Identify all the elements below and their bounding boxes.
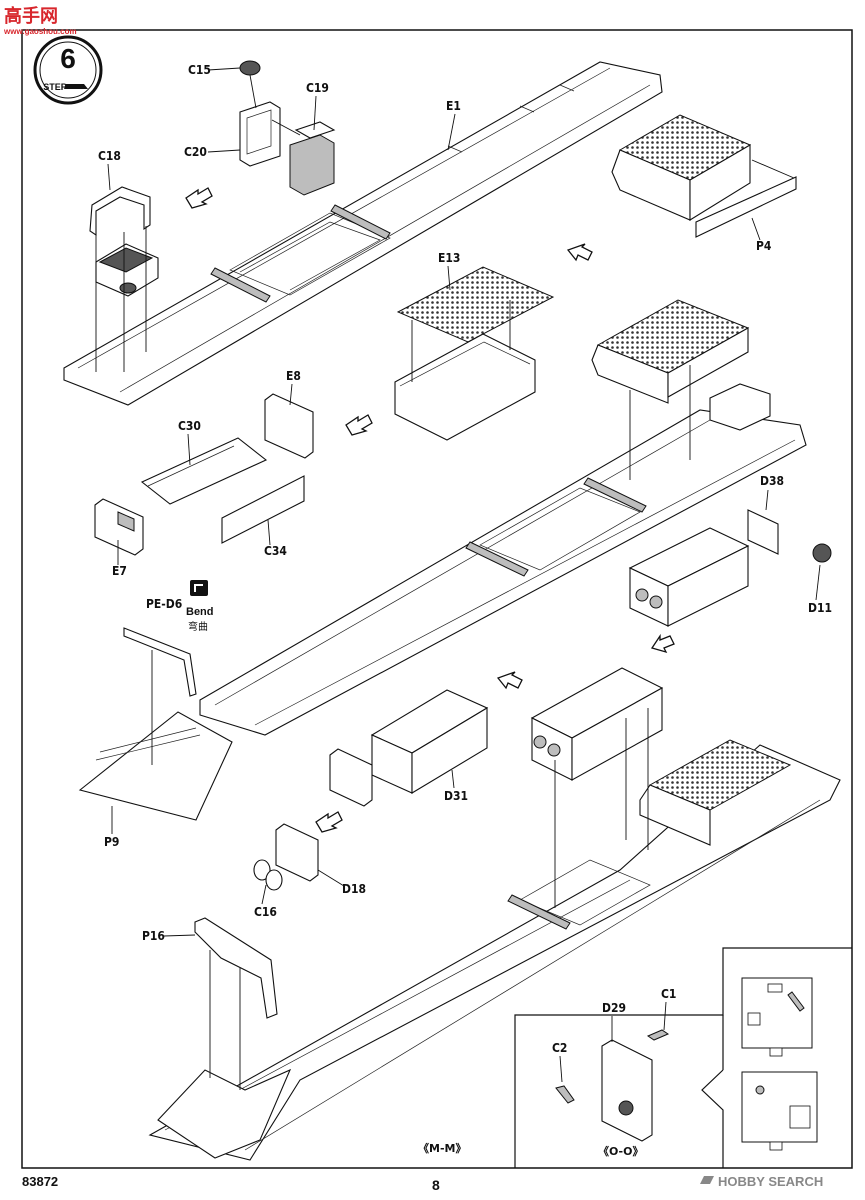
part-label-c30: C30 [178, 419, 201, 433]
part-label-e8: E8 [286, 369, 301, 383]
direction-arrow [315, 811, 343, 833]
hood-p9 [78, 650, 233, 821]
watermark-text: HOBBY SEARCH [718, 1174, 823, 1189]
bend-label: Bend [186, 606, 214, 618]
stowage-box-p4 [611, 114, 797, 238]
direction-arrow [345, 414, 373, 436]
page-number: 8 [432, 1177, 440, 1193]
hood-p16-assembly [157, 917, 292, 1159]
direction-arrow [185, 187, 213, 209]
part-label-pe-d6: PE-D6 [146, 597, 182, 611]
step-badge: 6 STEP [33, 35, 103, 105]
hobby-search-logo-icon [700, 1176, 714, 1184]
view-label-mm: 《M-M》 [418, 1142, 466, 1155]
step-label: STEP [43, 82, 67, 92]
direction-arrow [650, 633, 675, 654]
clamp-c18-assembly [89, 186, 159, 372]
part-label-c18: C18 [98, 149, 121, 163]
box-d38-assembly [628, 509, 832, 627]
fender-middle-assembly [199, 299, 807, 736]
watermark: HOBBY SEARCH [700, 1174, 823, 1189]
part-label-c2: C2 [552, 1041, 567, 1055]
part-label-p16: P16 [142, 929, 165, 943]
direction-arrow [496, 671, 523, 690]
plate-c30 [140, 437, 268, 505]
plate-d18 [253, 823, 319, 891]
part-label-c34: C34 [264, 544, 287, 558]
part-label-d31: D31 [444, 789, 468, 803]
bend-label-cn: 弯曲 [188, 620, 208, 633]
logo-text: 高手网 [4, 5, 58, 27]
inset-panel-oo [514, 947, 852, 1168]
pe-part-d6 [123, 627, 197, 697]
part-label-c15: C15 [188, 63, 211, 77]
part-label-d38: D38 [760, 474, 784, 488]
part-label-d11: D11 [808, 601, 832, 615]
part-label-c20: C20 [184, 145, 207, 159]
bracket-e7 [94, 498, 144, 556]
leader-lines [107, 67, 821, 1083]
bend-icon [194, 584, 203, 592]
part-label-d18: D18 [342, 882, 366, 896]
part-label-e7: E7 [112, 564, 127, 578]
stowage-box-e13 [394, 266, 555, 441]
inset-panel-mm [741, 977, 818, 1151]
fender-e1-assembly [63, 61, 663, 406]
part-label-e1: E1 [446, 99, 461, 113]
plate-c34 [221, 475, 305, 544]
tank-silhouette-icon [64, 84, 88, 89]
direction-arrow [566, 243, 593, 262]
bracket-e8 [264, 393, 314, 459]
jerry-can-c19-c20 [239, 60, 336, 196]
part-label-p4: P4 [756, 239, 772, 253]
part-label-c19: C19 [306, 81, 329, 95]
part-label-e13: E13 [438, 251, 460, 265]
page-frame [21, 29, 853, 1169]
logo-url: www.gaoshou.com [3, 27, 77, 36]
part-label-c1: C1 [661, 987, 676, 1001]
fender-bottom-assembly [148, 667, 841, 1161]
product-code: 83872 [22, 1174, 58, 1189]
part-label-c16: C16 [254, 905, 277, 919]
step-number: 6 [60, 43, 76, 74]
bend-symbol: Bend 弯曲 [186, 580, 214, 633]
view-label-oo: 《O-O》 [598, 1145, 643, 1158]
site-logo: 高手网 www.gaoshou.com [3, 5, 77, 36]
part-label-p9: P9 [104, 835, 119, 849]
part-label-d29: D29 [602, 1001, 626, 1015]
box-d31-assembly [329, 689, 489, 807]
